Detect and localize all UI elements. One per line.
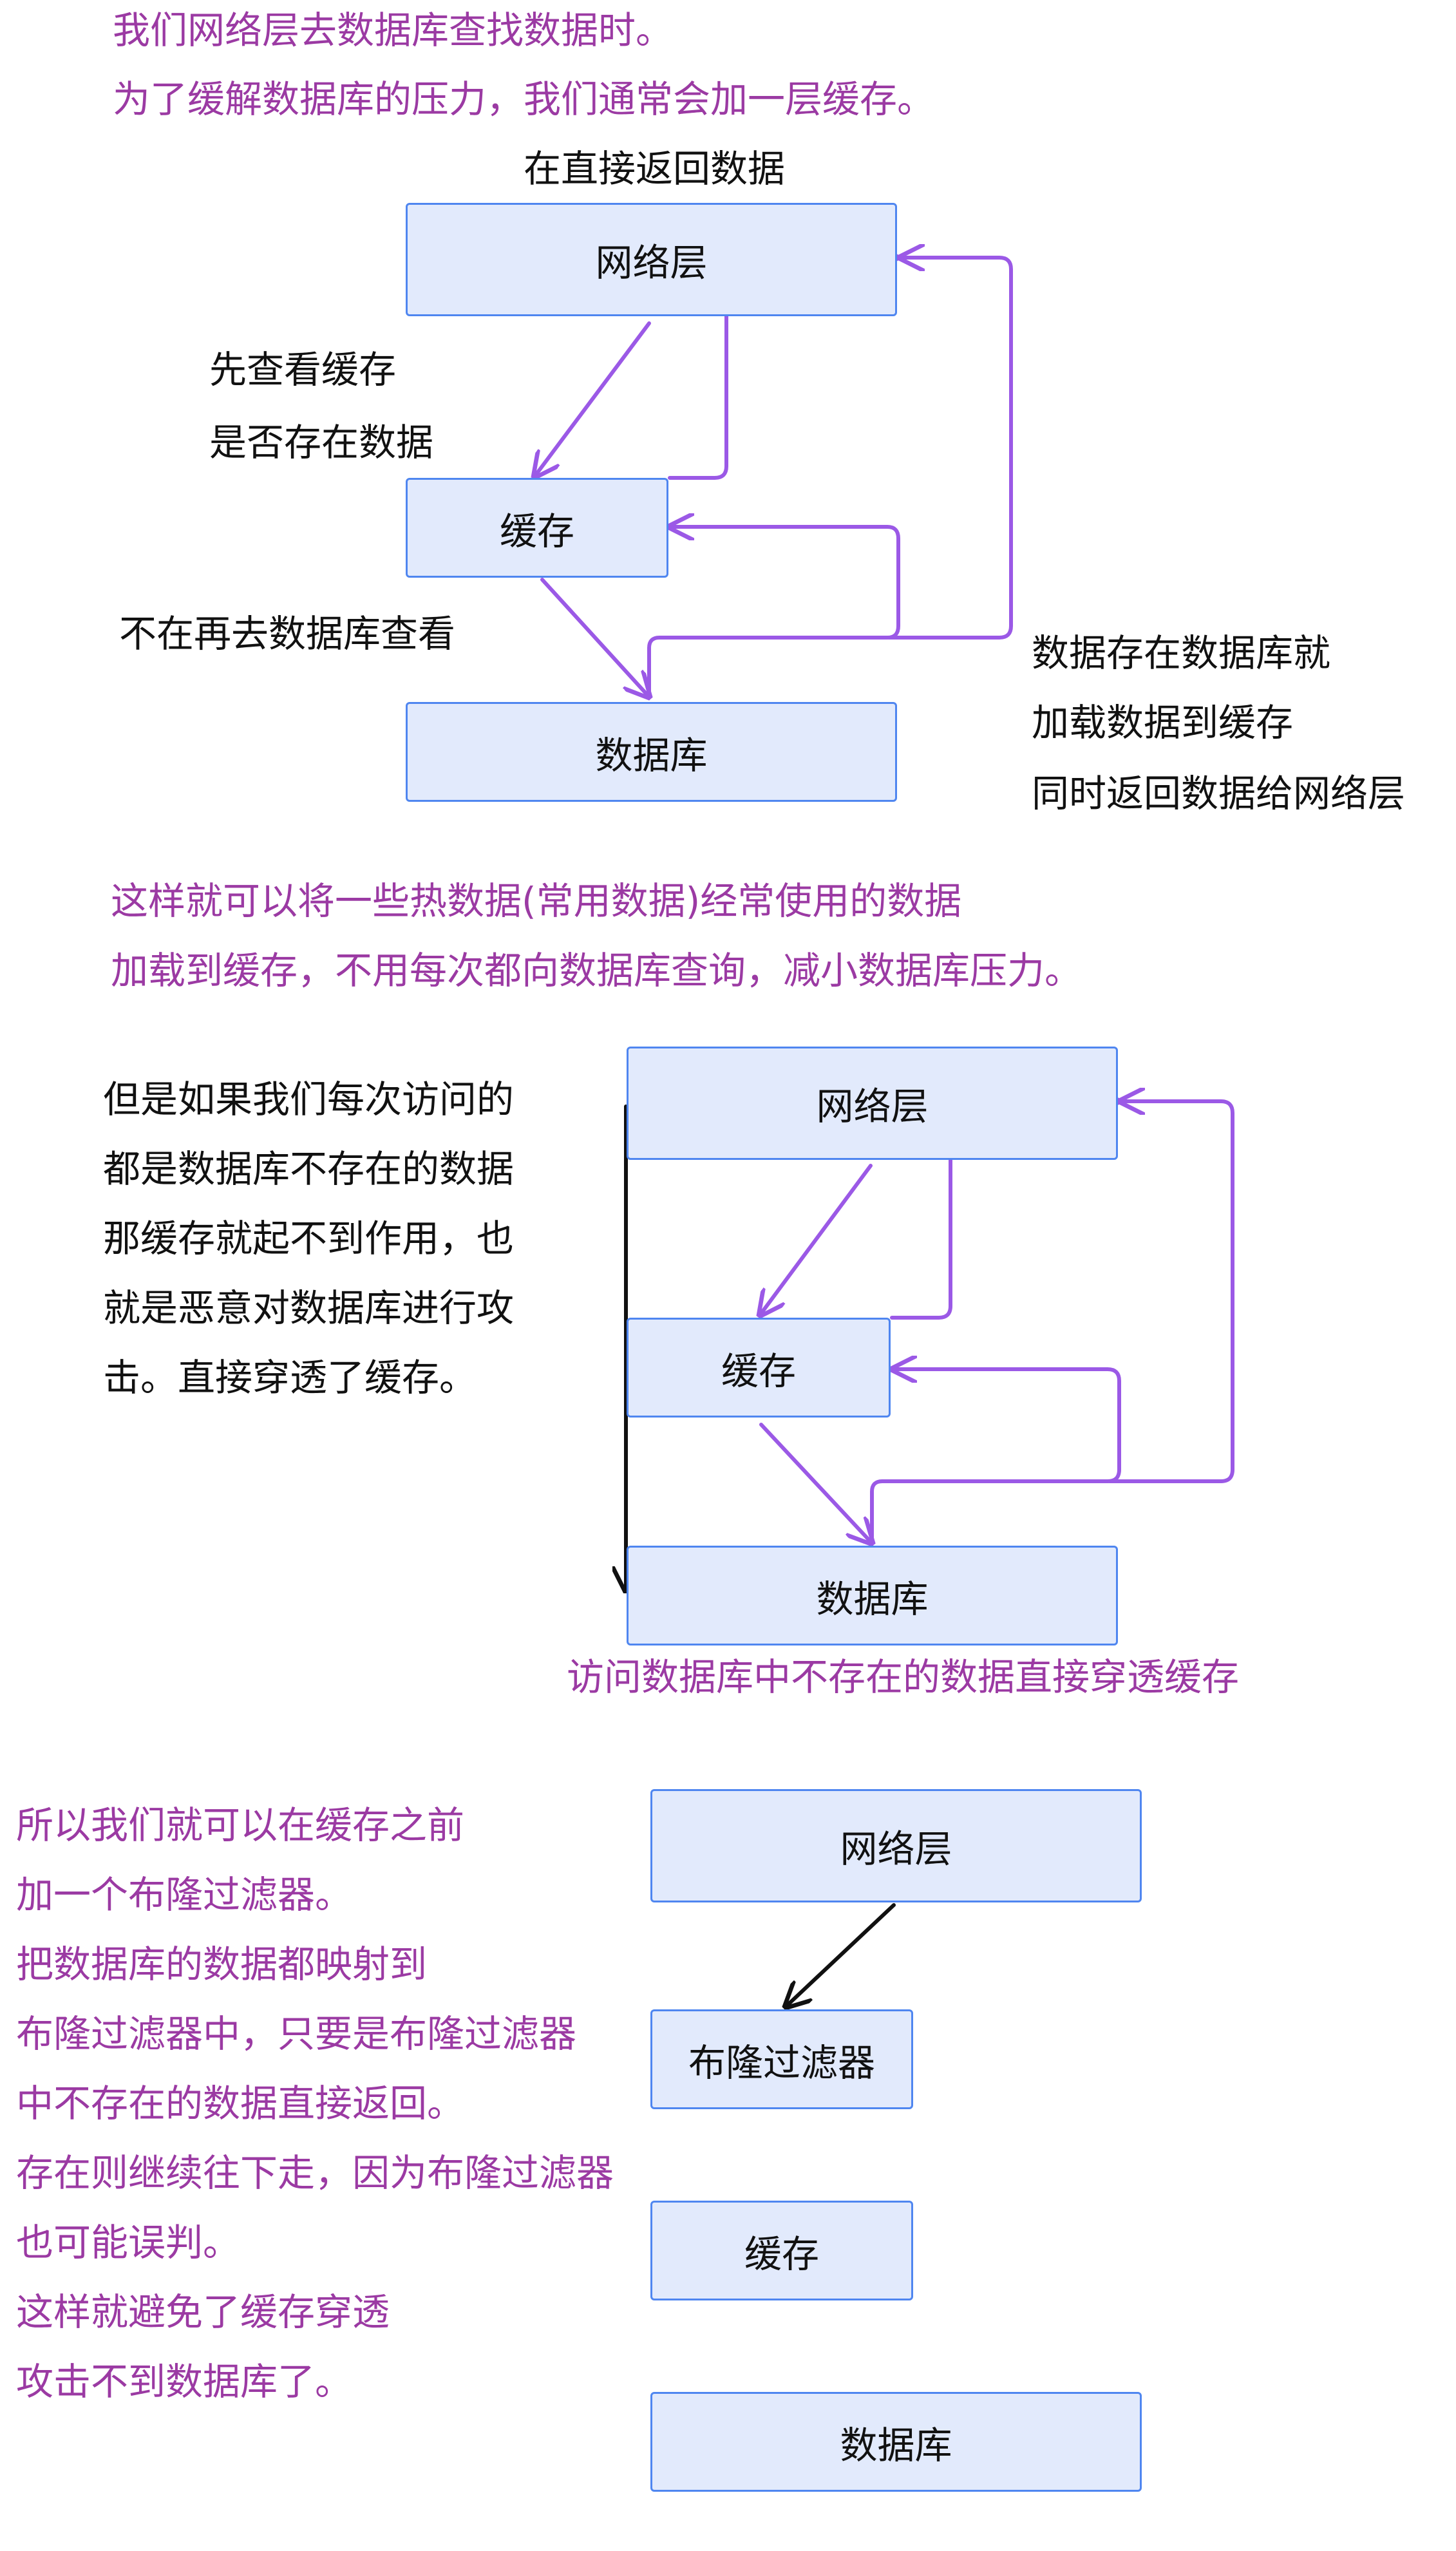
arrow-network-to-cache	[534, 321, 651, 477]
attack-text-4: 就是恶意对数据库进行攻	[103, 1286, 515, 1330]
arrow3-network-to-bloom	[786, 1903, 896, 2007]
hot-data-line-2: 加载到缓存，不用每次都向数据库查询，减小数据库压力。	[111, 949, 1083, 992]
bloom-text-1: 所以我们就可以在缓存之前	[16, 1803, 465, 1847]
bloom-text-5: 中不存在的数据直接返回。	[16, 2082, 465, 2125]
attack-text-5: 击。直接穿透了缓存。	[103, 1356, 477, 1399]
bloom-text-6: 存在则继续往下走，因为布隆过滤器	[16, 2151, 614, 2195]
db-found-label-1: 数据存在数据库就	[1032, 631, 1331, 675]
cache-box-2: 缓存	[627, 1318, 891, 1418]
arrow-cache-to-database	[540, 578, 649, 697]
intro-line-1: 我们网络层去数据库查找数据时。	[113, 8, 674, 52]
cache-box-3: 缓存	[650, 2201, 913, 2300]
database-box-2: 数据库	[627, 1546, 1118, 1645]
database-box: 数据库	[406, 702, 897, 802]
cache-box: 缓存	[406, 478, 668, 578]
bloom-text-9: 攻击不到数据库了。	[16, 2360, 353, 2404]
database-box-3: 数据库	[650, 2392, 1142, 2492]
attack-text-2: 都是数据库不存在的数据	[103, 1147, 515, 1191]
intro-line-2: 为了缓解数据库的压力，我们通常会加一层缓存。	[113, 77, 935, 121]
check-cache-label-1: 先查看缓存	[209, 348, 397, 392]
bloom-text-7: 也可能误判。	[16, 2221, 241, 2264]
network-box-2: 网络层	[627, 1047, 1118, 1160]
bloom-filter-box: 布隆过滤器	[650, 2009, 913, 2109]
arrow2-cache-to-database	[759, 1423, 872, 1543]
db-found-label-3: 同时返回数据给网络层	[1032, 772, 1406, 815]
arrow2-database-to-cache	[870, 1369, 1121, 1545]
return-label: 在直接返回数据	[524, 147, 786, 191]
db-found-label-2: 加载数据到缓存	[1032, 701, 1294, 744]
not-found-label: 不在再去数据库查看	[119, 612, 456, 656]
arrow-database-to-cache	[647, 527, 900, 699]
check-cache-label-2: 是否存在数据	[209, 421, 434, 464]
hot-data-line-1: 这样就可以将一些热数据(常用数据)经常使用的数据	[111, 879, 962, 923]
bloom-text-2: 加一个布隆过滤器。	[16, 1873, 353, 1917]
arrow2-database-to-network	[1107, 1101, 1234, 1483]
attack-text-3: 那缓存就起不到作用，也	[103, 1217, 515, 1260]
bloom-text-3: 把数据库的数据都映射到	[16, 1942, 428, 1986]
bloom-text-4: 布隆过滤器中，只要是布隆过滤器	[16, 2012, 577, 2056]
bloom-text-8: 这样就避免了缓存穿透	[16, 2290, 390, 2334]
arrow-database-to-network	[887, 258, 1013, 640]
network-box-3: 网络层	[650, 1789, 1142, 1902]
penetrate-caption: 访问数据库中不存在的数据直接穿透缓存	[567, 1655, 1240, 1699]
attack-text-1: 但是如果我们每次访问的	[103, 1077, 515, 1121]
arrow2-network-to-cache	[760, 1164, 873, 1315]
network-box: 网络层	[406, 203, 897, 316]
